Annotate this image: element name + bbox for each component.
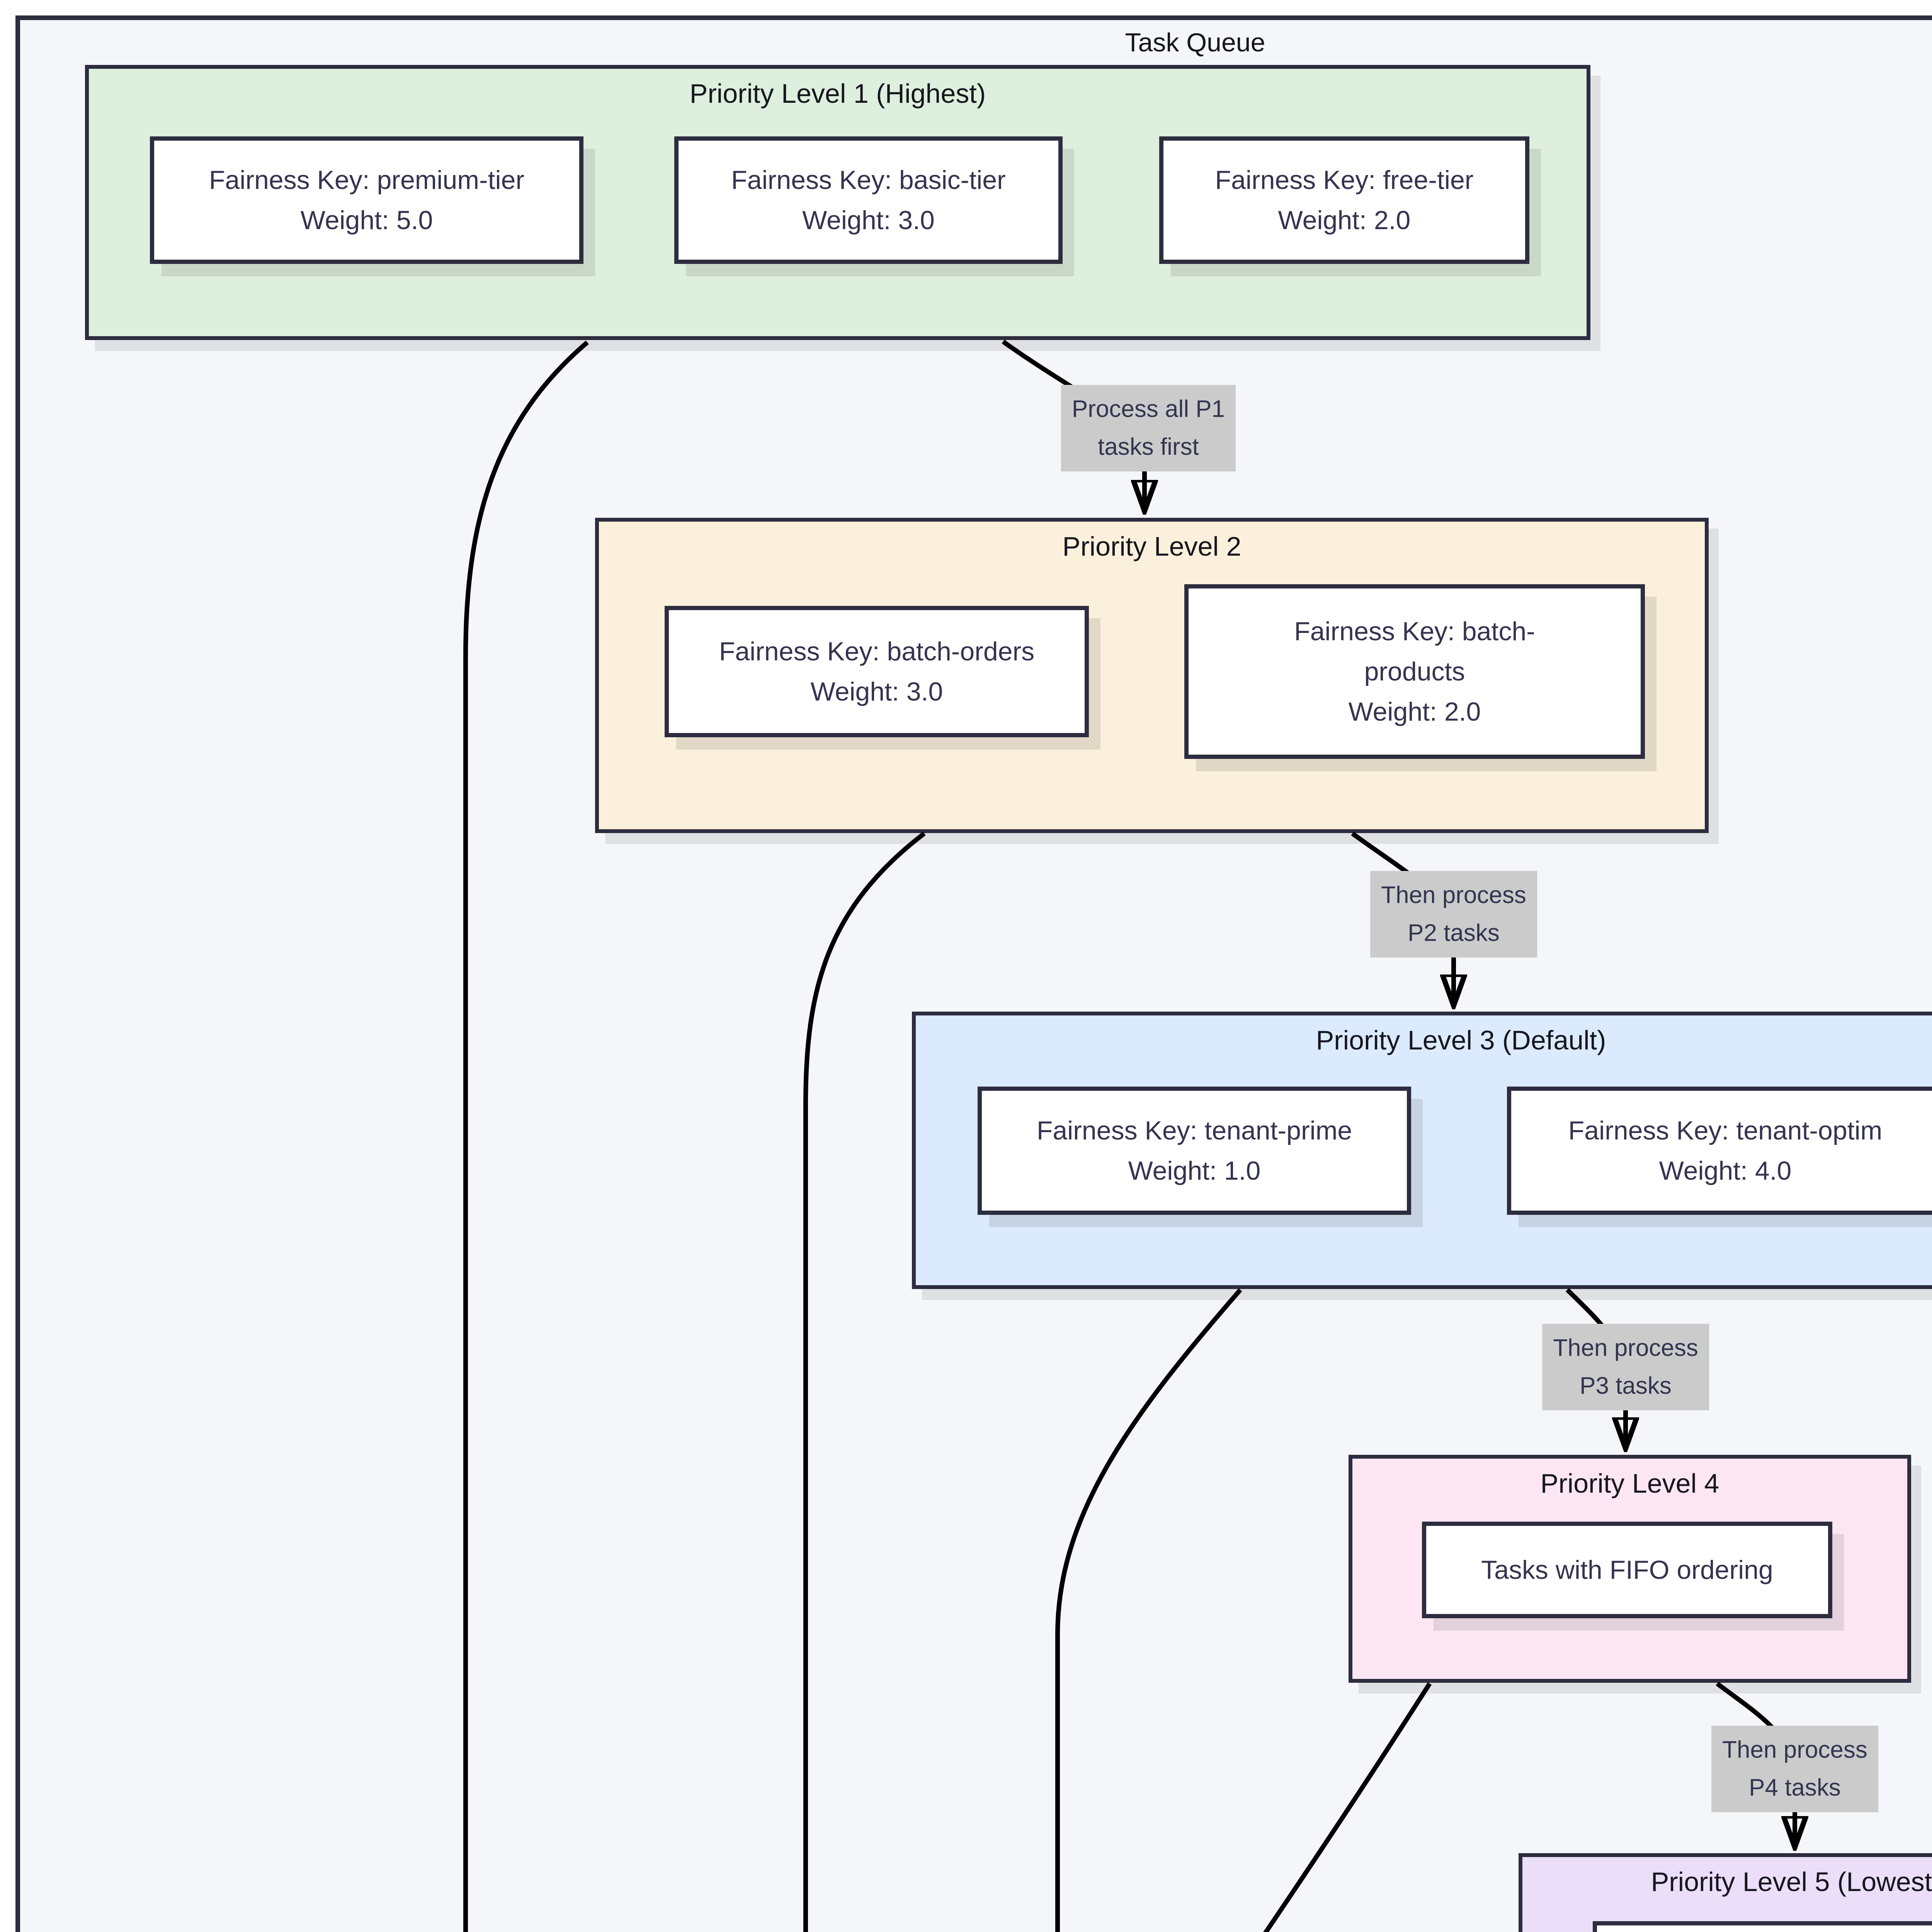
edge-label-line: Then process — [1381, 882, 1526, 908]
node-line: Fairness Key: tenant-optim — [1568, 1116, 1883, 1145]
node-line: Weight: 3.0 — [810, 677, 943, 706]
edge-label-line: Then process — [1553, 1335, 1698, 1361]
edge-label-line: Then process — [1722, 1736, 1867, 1763]
edge-label-line: tasks first — [1098, 434, 1199, 460]
node-basic-tier: Fairness Key: basic-tier Weight: 3.0 — [674, 136, 1063, 264]
node-free-tier: Fairness Key: free-tier Weight: 2.0 — [1159, 136, 1529, 264]
node-batch-products: Fairness Key: batch- products Weight: 2.… — [1184, 584, 1645, 759]
cluster-priority-level-5-title: Priority Level 5 (Lowest) — [1651, 1867, 1932, 1897]
node-line: Weight: 2.0 — [1278, 206, 1411, 235]
node-line: Fairness Key: batch- — [1294, 617, 1535, 646]
edge-p4-to-workers — [1263, 1682, 1432, 1932]
node-line: Fairness Key: basic-tier — [731, 165, 1006, 195]
edge-label-process-p1: Process all P1 tasks first — [1061, 385, 1236, 471]
node-line: Weight: 1.0 — [1128, 1156, 1261, 1185]
edge-label-process-p2: Then process P2 tasks — [1370, 871, 1537, 957]
edge-label-process-p4: Then process P4 tasks — [1711, 1726, 1878, 1812]
cluster-priority-level-1-title: Priority Level 1 (Highest) — [689, 78, 986, 109]
edge-label-process-p3: Then process P3 tasks — [1542, 1324, 1709, 1410]
node-batch-orders: Fairness Key: batch-orders Weight: 3.0 — [665, 606, 1089, 737]
task-queue-title: Task Queue — [1125, 28, 1265, 57]
node-line: Fairness Key: free-tier — [1215, 165, 1474, 195]
node-line: Fairness Key: tenant-prime — [1036, 1116, 1352, 1145]
cluster-priority-level-2-title: Priority Level 2 — [1062, 531, 1242, 561]
node-line: Weight: 5.0 — [300, 206, 433, 235]
edge-label-line: Process all P1 — [1071, 396, 1225, 422]
node-p5-fifo: Tasks with FIFO ordering — [1593, 1921, 1932, 1932]
cluster-priority-level-5: Priority Level 5 (Lowest) — [1519, 1853, 1932, 1932]
edge-label-line: P2 tasks — [1408, 920, 1500, 946]
node-p4-fifo: Tasks with FIFO ordering — [1422, 1522, 1832, 1618]
node-premium-tier: Fairness Key: premium-tier Weight: 5.0 — [150, 136, 583, 264]
edge-p1-to-workers — [463, 340, 589, 1932]
edge-label-line: P3 tasks — [1580, 1372, 1672, 1399]
node-line: Weight: 3.0 — [802, 206, 935, 235]
edge-p3-to-workers — [1055, 1288, 1242, 1932]
node-line: products — [1364, 657, 1465, 686]
node-line: Fairness Key: batch-orders — [719, 637, 1035, 666]
edge-p2-to-workers — [803, 832, 926, 1932]
node-line: Tasks with FIFO ordering — [1481, 1555, 1773, 1585]
edge-label-line: P4 tasks — [1749, 1774, 1841, 1801]
node-line: Fairness Key: premium-tier — [209, 165, 525, 195]
node-tenant-optim: Fairness Key: tenant-optim Weight: 4.0 — [1507, 1087, 1932, 1215]
cluster-priority-level-4-title: Priority Level 4 — [1540, 1468, 1719, 1498]
node-line: Weight: 4.0 — [1659, 1156, 1792, 1185]
node-line: Weight: 2.0 — [1348, 697, 1481, 726]
cluster-priority-level-3-title: Priority Level 3 (Default) — [1316, 1025, 1606, 1055]
node-tenant-prime: Fairness Key: tenant-prime Weight: 1.0 — [978, 1087, 1411, 1215]
